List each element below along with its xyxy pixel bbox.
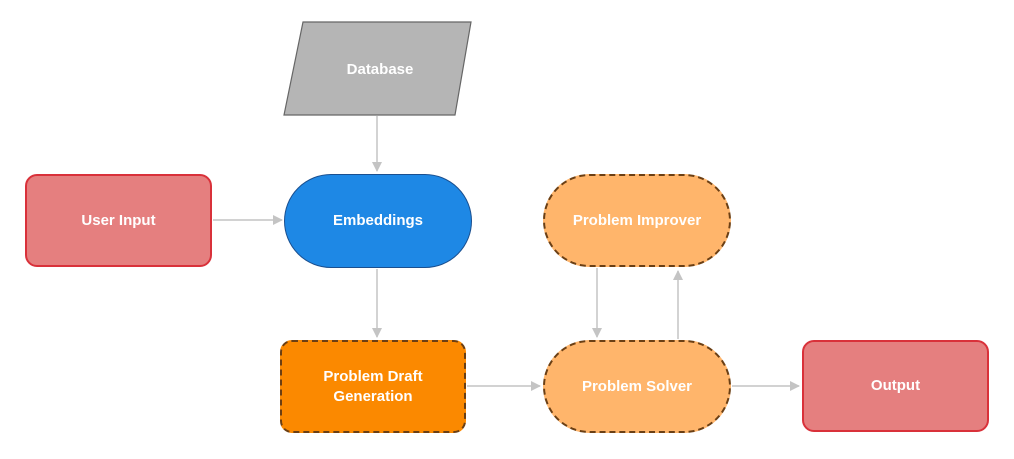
problem-improver-node: Problem Improver xyxy=(543,174,731,267)
problem-solver-node: Problem Solver xyxy=(543,340,731,433)
database-node: Database xyxy=(300,24,460,116)
embeddings-label: Embeddings xyxy=(332,212,423,229)
output-label: Output xyxy=(870,377,921,394)
database-label: Database xyxy=(346,61,414,78)
user-input-node: User Input xyxy=(25,174,212,267)
database-shape xyxy=(283,21,472,116)
problem-draft-generation-node: Problem Draft Generation xyxy=(280,340,466,433)
problem-solver-label: Problem Solver xyxy=(581,377,693,395)
problem-draft-generation-label: Problem Draft Generation xyxy=(323,367,423,405)
embeddings-node: Embeddings xyxy=(284,174,472,268)
user-input-label: User Input xyxy=(81,211,156,229)
problem-improver-label: Problem Improver xyxy=(572,211,702,229)
output-node: Output xyxy=(802,340,989,432)
